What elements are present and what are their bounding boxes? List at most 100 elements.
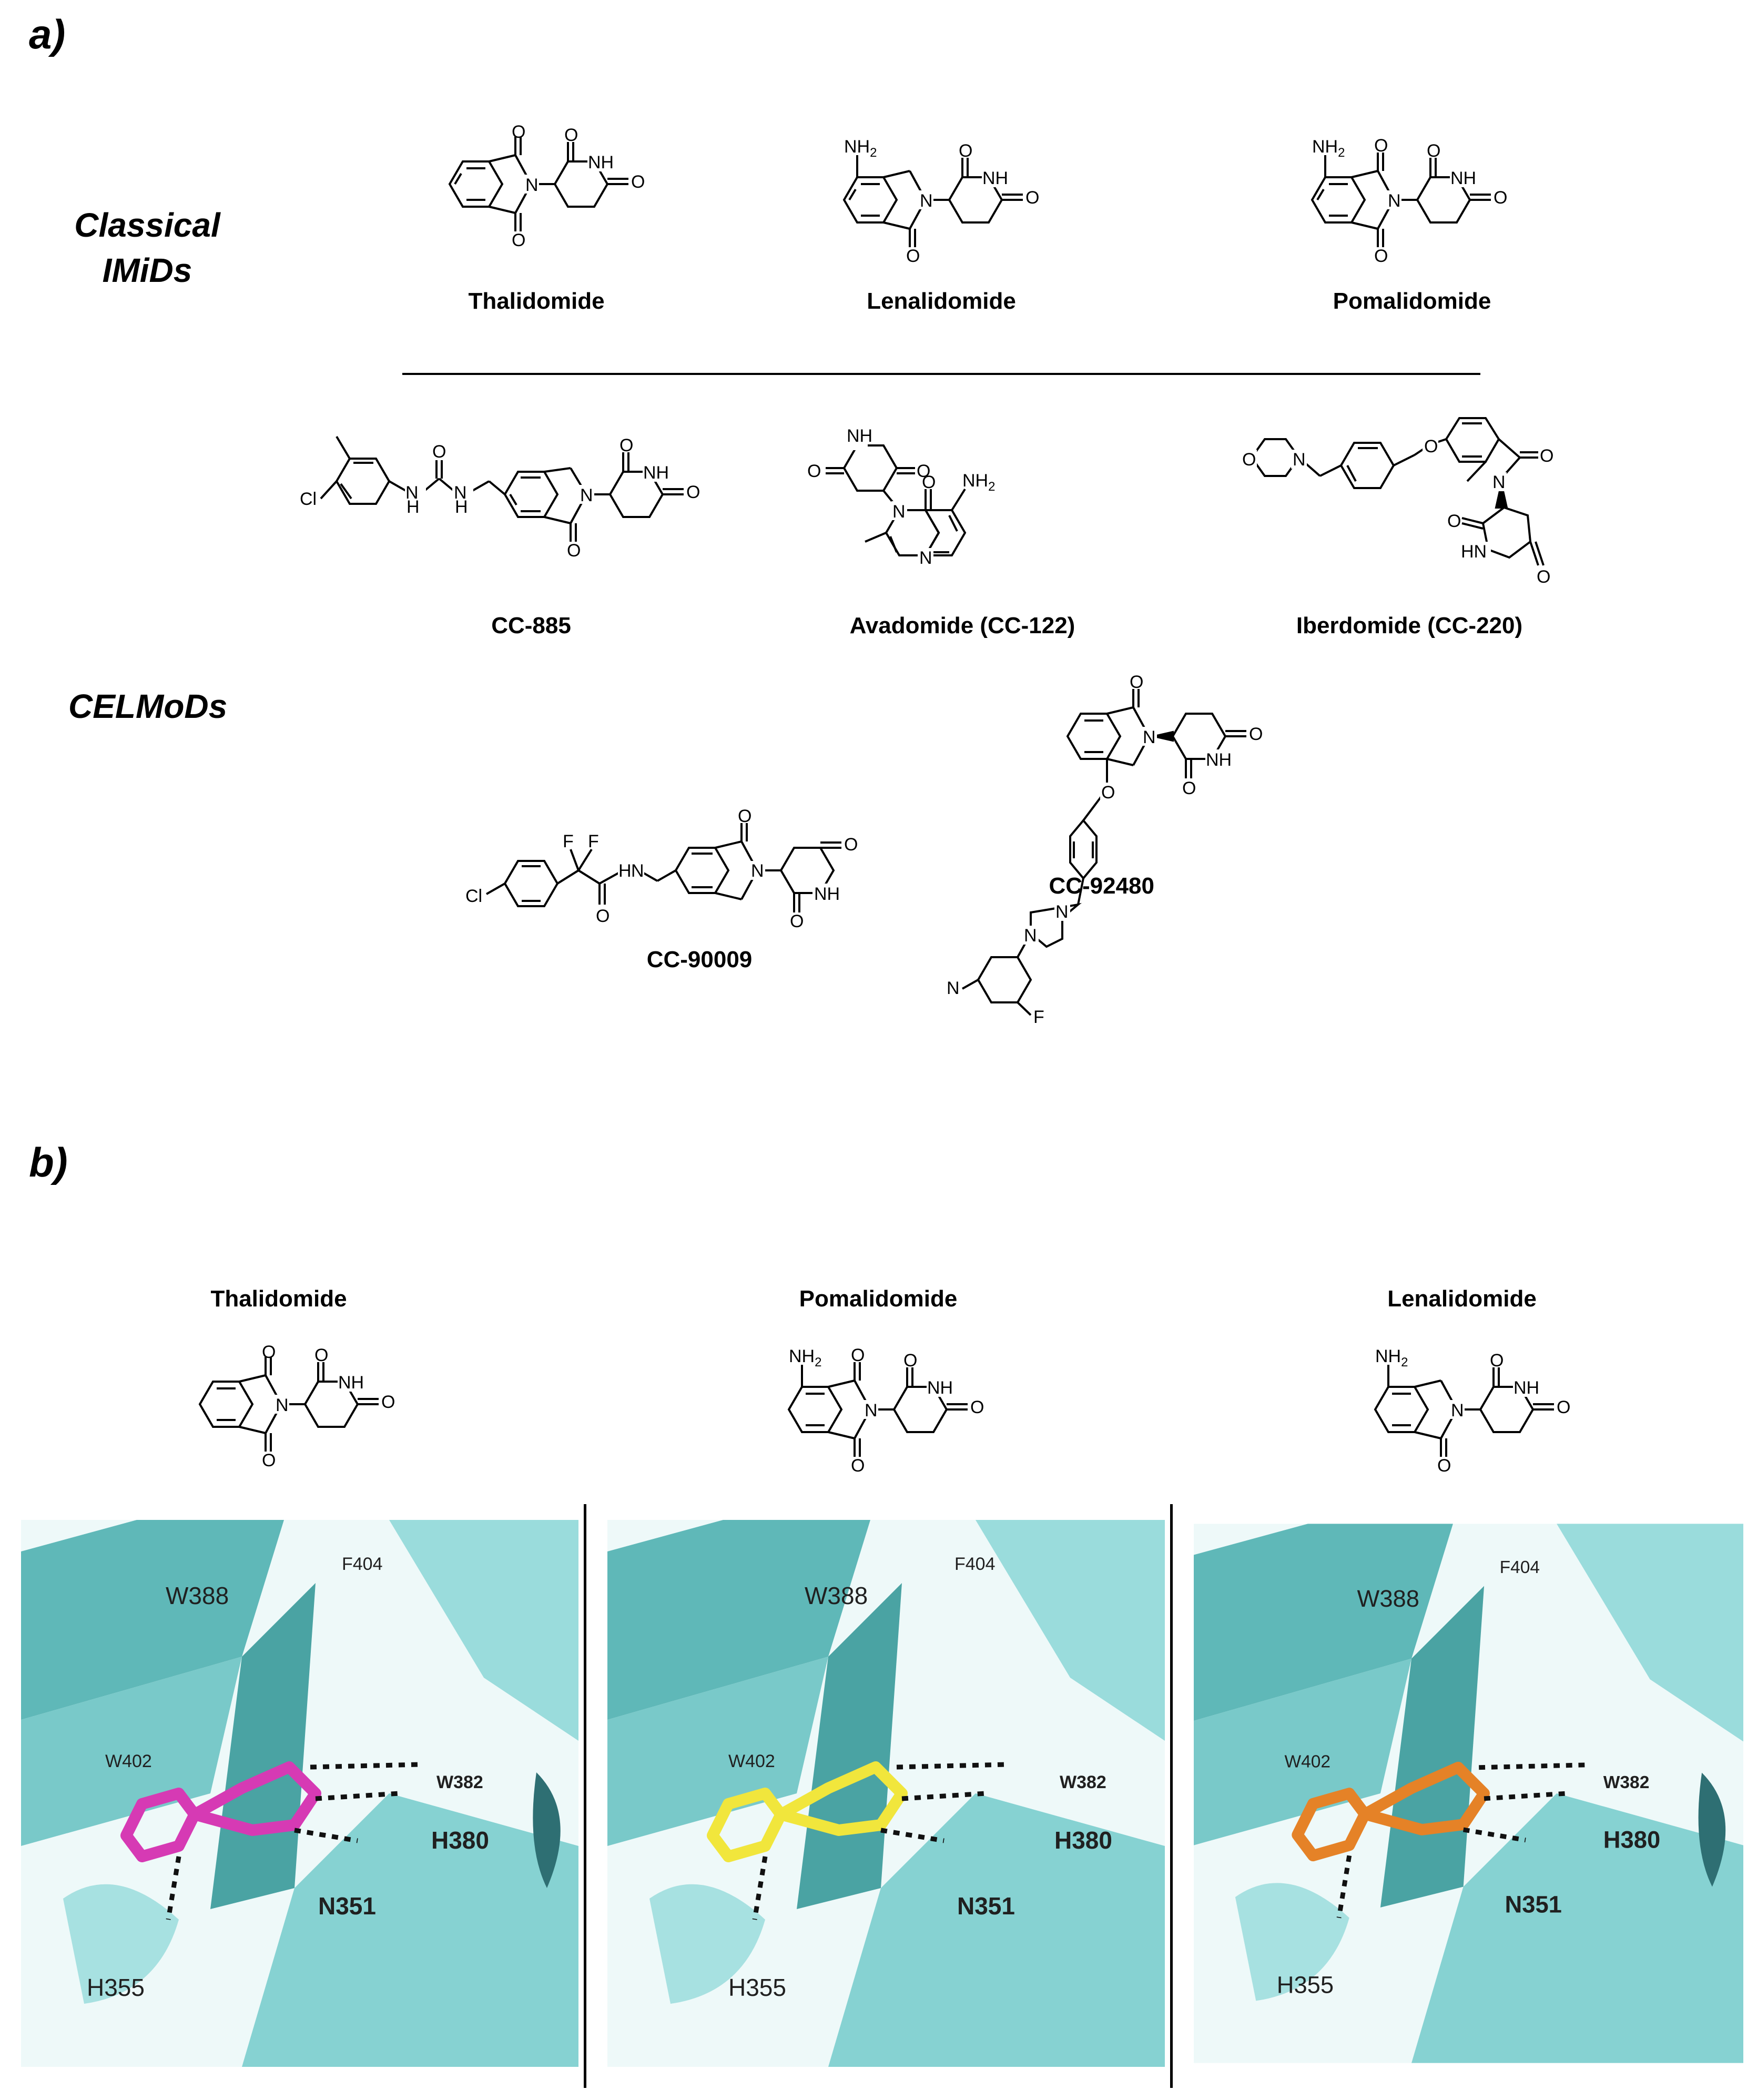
- atom-o: O: [1490, 1351, 1504, 1371]
- residue-label: W402: [728, 1751, 775, 1771]
- atom-nh2: NH2: [962, 471, 995, 494]
- compound-name: Lenalidomide: [867, 288, 1016, 314]
- atom-o: O: [917, 461, 930, 481]
- structure-iberdomide: O N O N O O HN O: [1241, 417, 1553, 587]
- residue-label: W402: [1285, 1752, 1331, 1772]
- compound-name: Pomalidomide: [1333, 288, 1491, 314]
- atom-o: O: [381, 1392, 395, 1412]
- residue-label: H355: [728, 1974, 786, 2001]
- atom-o: O: [314, 1345, 328, 1365]
- atom-o: O: [738, 806, 751, 826]
- atom-nh: NH: [1514, 1378, 1539, 1398]
- ligand: [120, 1761, 321, 1862]
- atom-nh: NH: [1206, 750, 1232, 770]
- atom-o: O: [619, 435, 633, 455]
- atom-o: O: [903, 1351, 917, 1371]
- atom-o: O: [906, 246, 920, 266]
- atom-n: N: [1451, 1401, 1464, 1421]
- group-label-celmods: CELMoDs: [68, 687, 228, 725]
- protein-cartoon: [1194, 1524, 1743, 2063]
- binding-site-thalidomide: W388 F404 W402 W382 H380 N351 H355: [21, 1520, 578, 2067]
- atom-nh: NH: [643, 463, 669, 483]
- complex-title: Lenalidomide: [1387, 1286, 1537, 1312]
- group-label-classical-text: Classical IMiDs: [74, 206, 220, 290]
- atom-n: N: [892, 502, 906, 522]
- atom-o: O: [1424, 437, 1438, 456]
- atom-h: H: [455, 497, 468, 517]
- residue-label: H355: [1277, 1972, 1334, 1998]
- protein-cartoon: [607, 1520, 1165, 2067]
- atom-o: O: [807, 461, 821, 481]
- atom-o: O: [432, 442, 446, 462]
- atom-nh2: NH2: [844, 137, 877, 160]
- atom-n: N: [919, 548, 932, 568]
- panel-divider: [1170, 1504, 1173, 2088]
- atom-cl: Cl: [465, 886, 482, 906]
- residue-label: W382: [1603, 1773, 1650, 1792]
- residue-label: W388: [166, 1582, 229, 1609]
- binding-site-pomalidomide: W388 F404 W402 W382 H380 N351 H355: [607, 1520, 1165, 2067]
- hydrogen-bonds: [752, 1762, 1008, 1920]
- atom-nh: NH: [814, 884, 840, 904]
- atom-o: O: [512, 122, 525, 142]
- atom-f: F: [563, 831, 574, 851]
- structure-pomalidomide-small: NH2 O N O O NH O: [787, 1345, 984, 1476]
- hydrogen-bonds: [1336, 1762, 1588, 1919]
- structure-thalidomide-small: N O O O NH O: [198, 1342, 395, 1470]
- structure-lenalidomide: NH2 N O O NH O: [842, 137, 1039, 266]
- atom-nh: NH: [588, 153, 614, 173]
- atom-o: O: [1101, 783, 1115, 803]
- panel-divider: [584, 1504, 586, 2088]
- residue-label: N351: [957, 1892, 1015, 1920]
- panel-b-letter: b): [29, 1139, 68, 1185]
- residue-label: H380: [1054, 1827, 1112, 1854]
- atom-o: O: [596, 906, 610, 926]
- structure-thalidomide: N O O O NH O: [448, 122, 645, 250]
- atom-n: N: [1388, 191, 1401, 211]
- structure-cc92480: N O O NH O O N N F N: [947, 672, 1263, 1027]
- residue-label: F404: [954, 1554, 996, 1574]
- atom-n: N: [920, 191, 933, 211]
- residue-label: W382: [1060, 1772, 1106, 1792]
- residue-label: W402: [105, 1751, 152, 1771]
- group-label-classical-imids: Classical IMiDs: [68, 202, 226, 293]
- atom-o: O: [970, 1397, 984, 1417]
- ligand: [707, 1761, 908, 1862]
- compound-name: CC-885: [491, 613, 571, 638]
- atom-o: O: [790, 911, 804, 931]
- structure-cc90009: Cl F F O H N O N O NH O: [465, 806, 858, 931]
- atom-o: O: [567, 541, 581, 561]
- hydrogen-bonds: [166, 1762, 421, 1920]
- ligand-ring: [189, 1761, 321, 1836]
- atom-o: O: [1447, 511, 1461, 531]
- compound-name: CC-92480: [1049, 873, 1154, 899]
- atom-n: N: [1492, 472, 1506, 492]
- atom-nh: NH: [847, 426, 872, 446]
- atom-n: N: [580, 485, 593, 505]
- atom-nh: NH: [338, 1373, 364, 1393]
- atom-o: O: [959, 141, 972, 161]
- structure-avadomide: NH O O N N O NH2: [807, 426, 995, 568]
- compound-name: Iberdomide (CC-220): [1296, 613, 1523, 638]
- atom-o: O: [844, 835, 858, 855]
- structure-cc885: Cl N H O N H N O O NH O: [300, 435, 700, 561]
- ligand-ring: [1359, 1761, 1490, 1835]
- atom-o: O: [1537, 567, 1550, 587]
- atom-n: N: [405, 483, 419, 503]
- complex-title: Pomalidomide: [799, 1286, 958, 1312]
- atom-nh2: NH2: [1375, 1346, 1408, 1369]
- residue-label: H380: [431, 1827, 489, 1854]
- atom-o: O: [851, 1345, 865, 1365]
- residue-label: H355: [87, 1974, 145, 2001]
- residue-label: W382: [436, 1772, 483, 1792]
- atom-o: O: [262, 1342, 276, 1362]
- atom-o: O: [686, 482, 700, 502]
- section-divider: [402, 373, 1480, 375]
- structure-lenalidomide-small: NH2 N O O NH O: [1374, 1346, 1570, 1476]
- atom-o: O: [564, 125, 578, 145]
- atom-nh: NH: [1450, 168, 1476, 188]
- atom-n: N: [1293, 450, 1306, 470]
- compound-name: CC-90009: [646, 947, 753, 972]
- residue-label: F404: [342, 1554, 383, 1574]
- atom-n: N: [1143, 727, 1156, 747]
